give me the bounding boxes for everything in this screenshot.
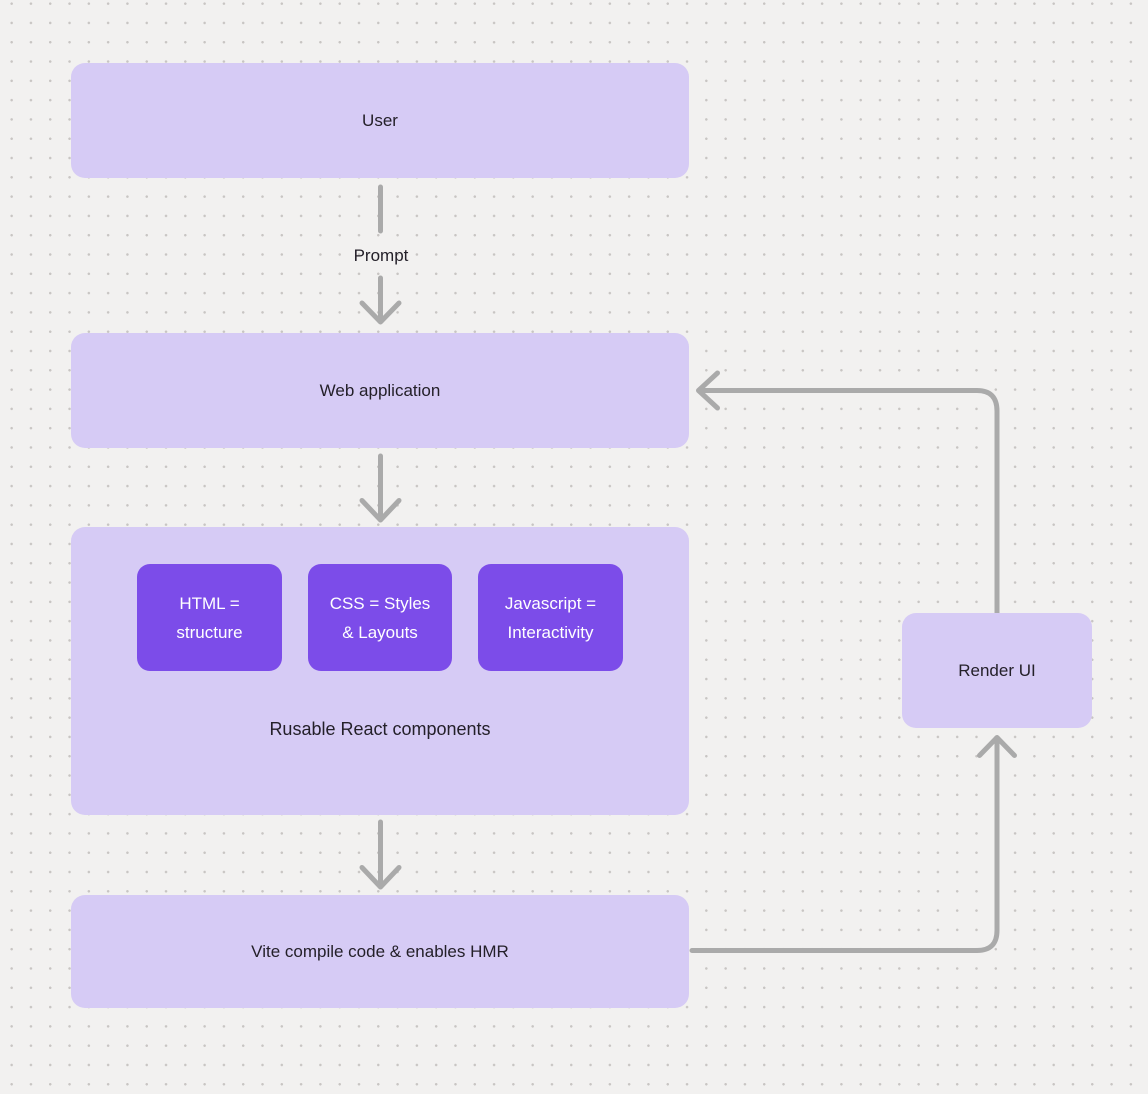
node-vite-label: Vite compile code & enables HMR xyxy=(251,941,509,961)
node-javascript-label-line2: Interactivity xyxy=(507,622,594,642)
node-vite[interactable]: Vite compile code & enables HMR xyxy=(71,895,689,1008)
connector-segment xyxy=(689,738,1000,953)
node-render-ui-label: Render UI xyxy=(958,660,1036,680)
connector-segment xyxy=(699,388,1000,616)
connector-components-to-vite xyxy=(359,819,402,890)
node-css[interactable]: CSS = Styles & Layouts xyxy=(308,564,452,671)
node-web-application-label: Web application xyxy=(319,380,441,400)
node-css-label-line2: & Layouts xyxy=(342,622,418,642)
node-css-label-line1: CSS = Styles xyxy=(329,593,431,613)
arrowhead-down-icon xyxy=(359,865,402,890)
node-javascript-label: Javascript = Interactivity xyxy=(505,589,596,647)
connector-webapp-to-components xyxy=(359,453,402,523)
node-user-label: User xyxy=(362,110,398,130)
edge-label-prompt: Prompt xyxy=(353,246,409,265)
node-html[interactable]: HTML = structure xyxy=(137,564,282,671)
node-user[interactable]: User xyxy=(71,63,689,178)
node-html-label-line1: HTML = xyxy=(179,593,240,613)
node-web-application[interactable]: Web application xyxy=(71,333,689,448)
arrowhead-left-icon xyxy=(696,370,720,411)
node-javascript[interactable]: Javascript = Interactivity xyxy=(478,564,623,671)
connector-render-ui-to-webapp xyxy=(696,370,1000,616)
node-javascript-label-line1: Javascript = xyxy=(504,593,597,613)
node-render-ui[interactable]: Render UI xyxy=(902,613,1092,728)
node-css-label: CSS = Styles & Layouts xyxy=(330,589,431,647)
node-html-label: HTML = structure xyxy=(176,589,242,647)
arrowhead-down-icon xyxy=(359,300,402,325)
node-html-label-line2: structure xyxy=(176,622,243,642)
arrowhead-down-icon xyxy=(359,498,402,523)
arrowhead-up-icon xyxy=(977,735,1017,758)
connector-vite-to-render-ui xyxy=(689,735,1017,953)
node-components-group-label: Rusable React components xyxy=(269,719,491,739)
